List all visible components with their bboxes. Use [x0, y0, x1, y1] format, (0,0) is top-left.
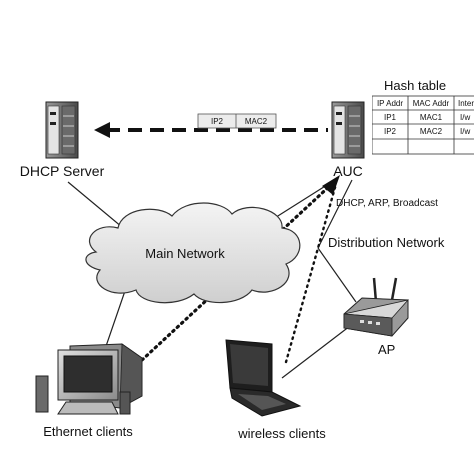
link-auc-to-distribution — [317, 179, 353, 249]
dhcp-server-label: DHCP Server — [20, 163, 105, 179]
hash-table-cell: MAC1 — [420, 113, 443, 122]
packet: IP2 MAC2 — [197, 113, 277, 129]
hash-table: Hash table IP Addr MAC Addr Interface IP… — [372, 78, 474, 155]
hash-table-title: Hash table — [384, 78, 446, 93]
wireless-client: wireless clients — [225, 339, 326, 441]
packet-field-ip: IP2 — [211, 117, 224, 126]
laptop-icon — [225, 339, 302, 417]
broadcast-path-wireless — [284, 182, 338, 364]
hash-table-cell: IP1 — [384, 113, 397, 122]
router-icon — [343, 277, 410, 337]
link-network-to-ethernet — [103, 287, 127, 353]
distribution-network-label: Distribution Network — [328, 235, 445, 250]
desktop-computer-icon — [35, 343, 143, 415]
hash-table-header-ip: IP Addr — [377, 99, 403, 108]
hash-table-header-interface: Interface — [458, 99, 474, 108]
main-network-cloud: Main Network — [85, 202, 301, 304]
server-tower-icon — [45, 101, 79, 159]
dhcp-server: DHCP Server — [20, 101, 105, 179]
hash-table-header-mac: MAC Addr — [413, 99, 450, 108]
arrow-head — [94, 122, 110, 138]
hash-table-cell: I/w — [460, 127, 470, 136]
link-dhcp-to-network — [67, 181, 129, 233]
ap-label: AP — [378, 342, 395, 357]
ethernet-clients-label: Ethernet clients — [43, 424, 133, 439]
hash-table-cell: MAC2 — [420, 127, 443, 136]
link-ap-to-distribution — [317, 247, 357, 303]
packet-field-mac: MAC2 — [245, 117, 268, 126]
auc-label: AUC — [333, 163, 363, 179]
main-network-label: Main Network — [145, 246, 225, 261]
access-point: AP — [343, 277, 410, 357]
ethernet-client: Ethernet clients — [35, 343, 143, 439]
broadcast-arrowhead — [322, 175, 340, 195]
hash-table-cell: IP2 — [384, 127, 397, 136]
broadcast-label: DHCP, ARP, Broadcast — [336, 198, 438, 209]
dhcp-forward-arrow — [94, 122, 328, 138]
auc: AUC — [331, 101, 365, 179]
hash-table-cell: I/w — [460, 113, 470, 122]
server-tower-icon — [331, 101, 365, 159]
wireless-clients-label: wireless clients — [237, 426, 326, 441]
link-ap-to-laptop — [281, 325, 351, 379]
